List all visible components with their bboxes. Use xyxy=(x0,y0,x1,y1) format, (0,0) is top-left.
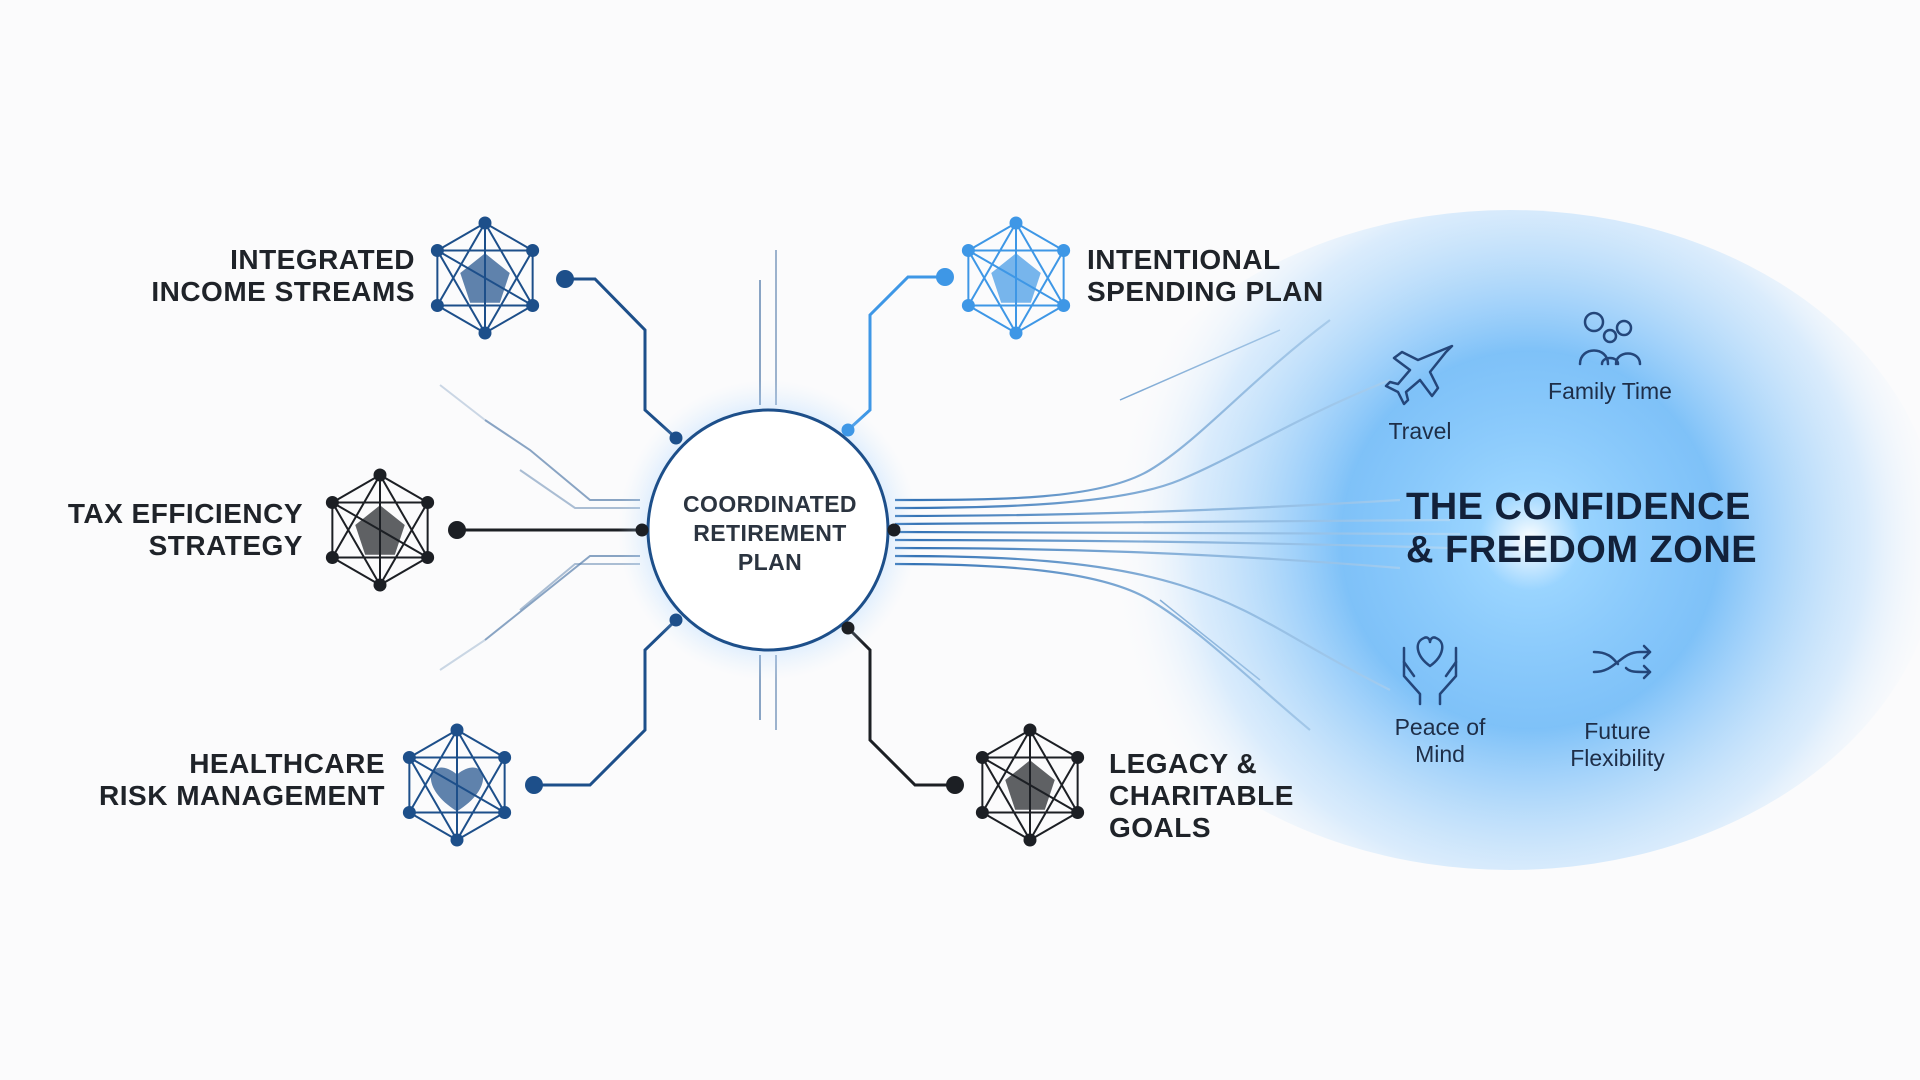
pillar-label-legacy-charitable-goals: LEGACY & CHARITABLE GOALS xyxy=(1109,748,1294,843)
benefit-travel: Travel xyxy=(1388,418,1452,444)
polyhedron-network-icon xyxy=(430,216,540,340)
shuffle-arrows-icon xyxy=(1592,644,1652,680)
connector-income xyxy=(565,277,678,440)
left-circuit-lines xyxy=(439,384,640,671)
hub-label: COORDINATED RETIREMENT PLAN xyxy=(683,491,857,575)
polyhedron-network-icon xyxy=(961,216,1071,340)
zone-title: THE CONFIDENCE & FREEDOM ZONE xyxy=(1406,486,1758,571)
connector-healthcare xyxy=(534,618,678,787)
airplane-icon xyxy=(1384,344,1454,406)
connector-terminals xyxy=(448,268,964,794)
heart-hands-icon xyxy=(1402,636,1458,706)
benefit-family-time: Family Time xyxy=(1548,378,1672,404)
pillar-label-integrated-income-streams: INTEGRATED INCOME STREAMS xyxy=(151,244,415,307)
benefit-future-flexibility: Future Flexibility xyxy=(1570,718,1665,771)
pillar-label-intentional-spending-plan: INTENTIONAL SPENDING PLAN xyxy=(1087,244,1324,307)
connector-spending xyxy=(846,275,945,432)
hub-ring-nodes xyxy=(635,423,901,635)
pillar-label-tax-efficiency-strategy: TAX EFFICIENCY STRATEGY xyxy=(67,498,303,561)
pillar-label-healthcare-risk-management: HEALTHCARE RISK MANAGEMENT xyxy=(99,748,385,811)
family-icon xyxy=(1578,311,1642,366)
connector-legacy xyxy=(846,626,955,787)
polyhedron-network-icon xyxy=(325,468,435,592)
polyhedron-heart-icon xyxy=(402,723,512,847)
benefit-peace-of-mind: Peace of Mind xyxy=(1394,714,1486,767)
polyhedron-network-icon xyxy=(975,723,1085,847)
freedom-zone-glow xyxy=(1080,210,1920,870)
beam-lines xyxy=(894,319,1461,731)
